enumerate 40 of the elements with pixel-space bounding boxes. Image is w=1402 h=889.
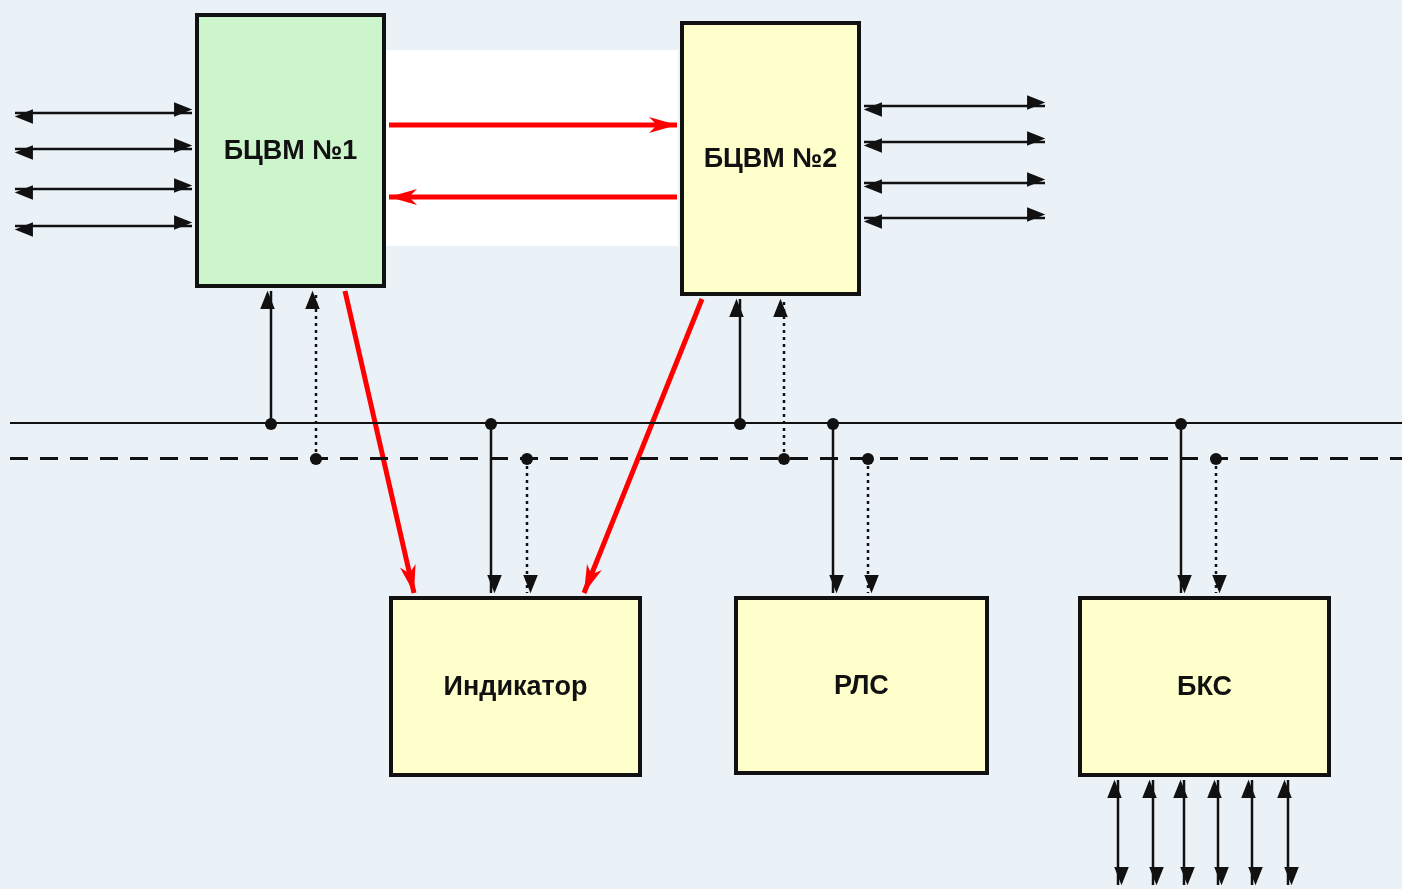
block-label: РЛС <box>834 670 889 701</box>
arrow <box>485 418 502 594</box>
arrow <box>1210 453 1227 594</box>
block-label: Индикатор <box>443 671 588 702</box>
block-box <box>389 596 642 777</box>
arrow <box>1107 779 1129 886</box>
arrow <box>1173 779 1195 886</box>
arrow <box>1277 779 1299 886</box>
arrow <box>863 172 1046 194</box>
arrow <box>581 298 705 594</box>
arrow <box>1207 779 1229 886</box>
arrow <box>1175 418 1192 594</box>
arrow <box>863 95 1046 117</box>
arrow <box>260 290 277 430</box>
block-box <box>195 13 386 288</box>
arrow <box>1142 779 1164 886</box>
block-label: БКС <box>1177 671 1232 702</box>
arrow <box>1241 779 1263 886</box>
block-box <box>734 596 989 775</box>
block-label: БЦВМ №2 <box>703 143 838 174</box>
arrow <box>863 131 1046 153</box>
arrow <box>729 298 746 430</box>
arrow <box>389 189 677 205</box>
dashed-bus-line <box>10 457 1402 460</box>
arrow <box>14 215 193 237</box>
arrow <box>14 178 193 200</box>
arrow <box>14 138 193 160</box>
arrow <box>389 117 677 133</box>
block-label: БЦВМ №1 <box>223 135 358 166</box>
bus-line <box>10 422 1402 424</box>
arrow <box>862 453 879 594</box>
arrow <box>863 207 1046 229</box>
arrow <box>827 418 844 594</box>
arrow <box>14 102 193 124</box>
arrow <box>342 290 417 594</box>
block-box <box>680 21 861 296</box>
arrow <box>305 290 322 465</box>
arrow <box>521 453 538 594</box>
block-box <box>1078 596 1331 777</box>
arrow <box>773 298 790 465</box>
